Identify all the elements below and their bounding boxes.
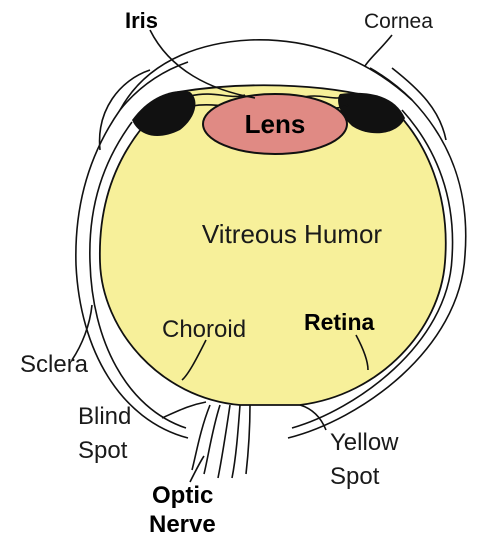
blind-spot-leader [162, 402, 206, 418]
vitreous-humor-label: Vitreous Humor [202, 219, 382, 249]
cornea-label: Cornea [364, 10, 433, 33]
optic-nerve-bundle [192, 405, 250, 478]
optic-nerve-label-line1: Optic [152, 482, 213, 509]
blind-spot-label-line1: Blind [78, 403, 131, 430]
cornea-leader [365, 35, 392, 66]
optic-nerve-label-line2: Nerve [149, 511, 216, 538]
retina-label: Retina [304, 309, 375, 335]
blind-spot-label-line2: Spot [78, 437, 128, 464]
iris-label: Iris [125, 8, 158, 33]
sclera-label: Sclera [20, 351, 89, 378]
yellow-spot-label-line1: Yellow [330, 429, 399, 456]
yellow-spot-label-line2: Spot [330, 463, 380, 490]
choroid-label: Choroid [162, 316, 246, 343]
lens-label: Lens [245, 109, 306, 139]
